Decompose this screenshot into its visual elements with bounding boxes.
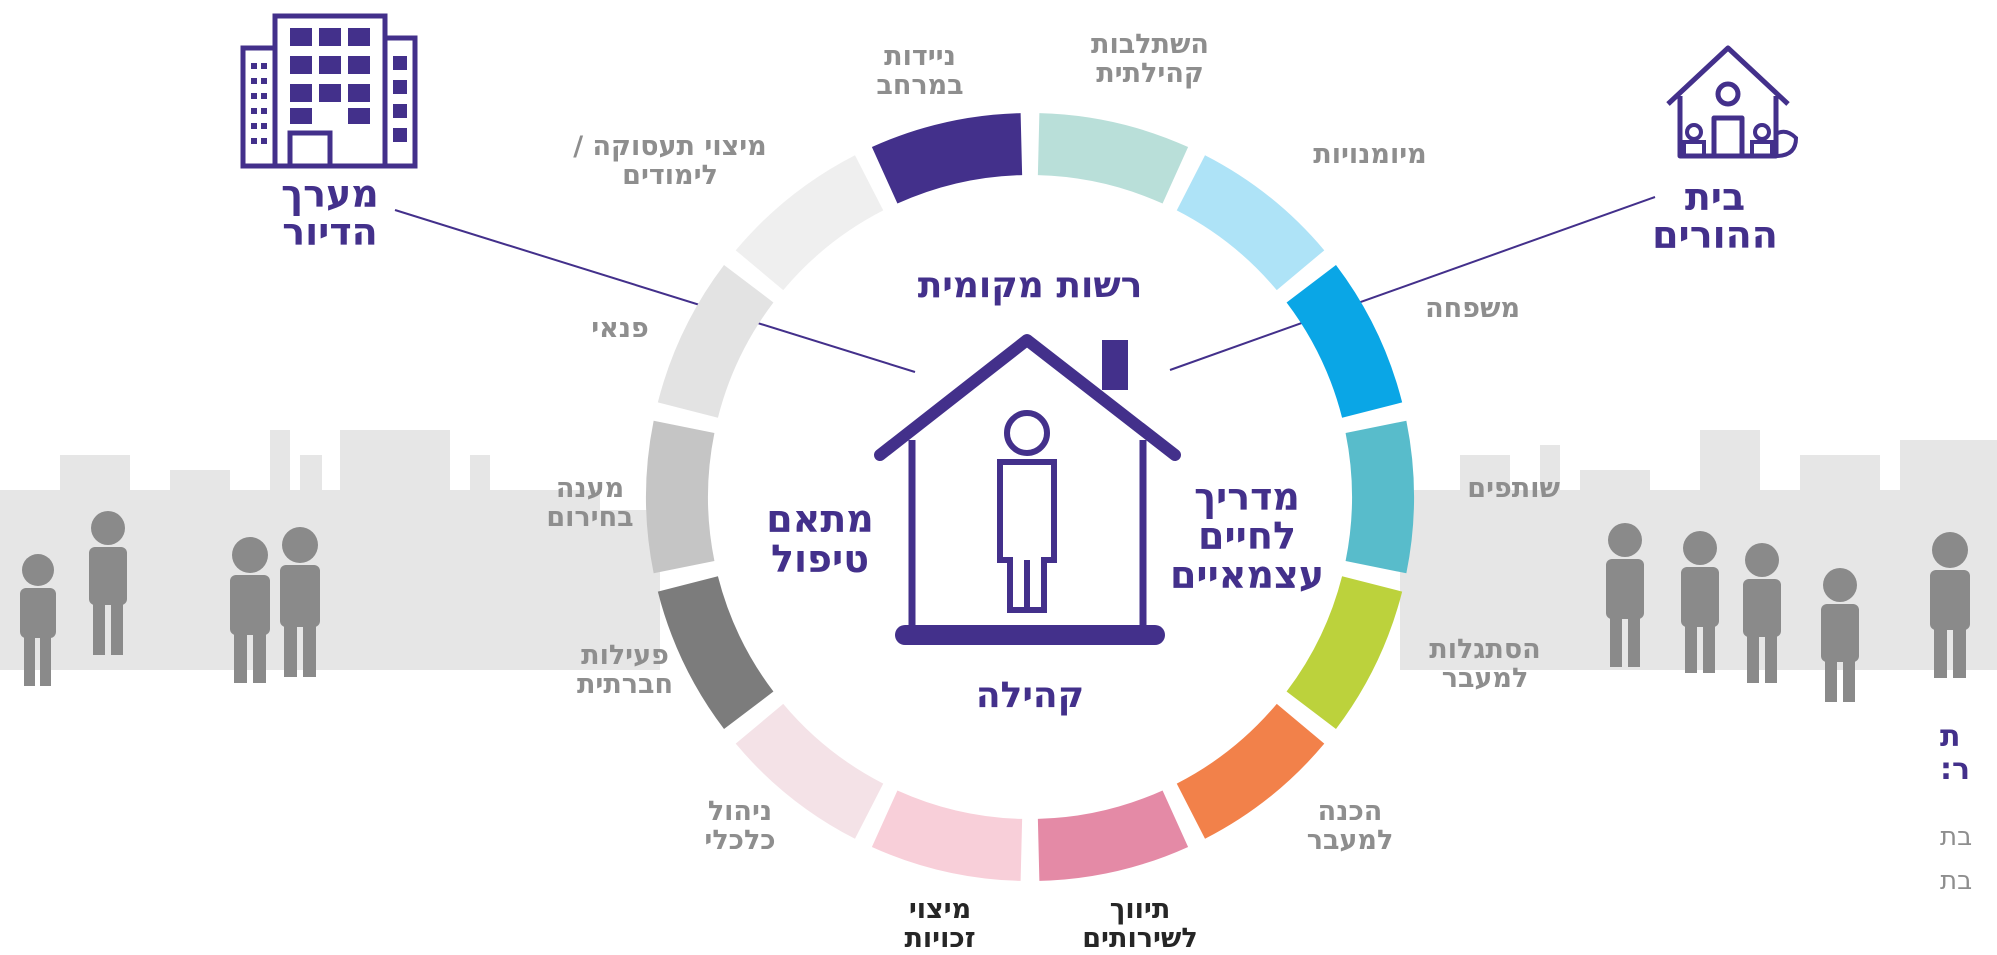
segment-label-employment-studies: מיצוי תעסוקה / לימודים [573,131,767,192]
partial-text-lines: בת בת [1940,822,1973,897]
people-group-right [1606,523,1970,702]
wheel-segment-9 [735,703,884,839]
segment-label-service-mediation: תיווך לשירותים [1082,894,1198,955]
apartment-building-icon [240,13,418,169]
local-authority-label: רשות מקומית [917,265,1143,306]
segment-label-leisure: פנאי [591,313,649,344]
housing-title: מערך הדיור [281,172,379,254]
parents-connector-line [1169,196,1656,371]
independent-living-guide-label: מדריך לחיים עצמאיים [1169,475,1325,597]
segment-label-family: משפחה [1425,293,1520,324]
wheel-segment-7 [1037,790,1189,881]
wheel-segment-11 [646,420,715,574]
wheel-segment-2 [1176,155,1325,291]
wheel-segment-10 [657,576,774,730]
segment-label-transition-adjustment: הסתגלות למעבר [1429,634,1541,695]
wheel-segment-6 [1176,703,1325,839]
people-group-left [20,511,320,686]
housing-connector-line [394,209,916,373]
wheel-segment-1 [1037,113,1189,204]
parents-title: בית ההורים [1652,175,1778,257]
community-label: קהילה [975,675,1085,716]
segment-label-partners: שותפים [1467,473,1560,504]
segment-label-transition-preparation: הכנה למעבר [1306,796,1394,857]
care-coordinator-label: מתאם טיפול [766,497,874,581]
segment-label-mobility: ניידות במרחב [876,41,964,102]
wheel-segment-3 [1286,264,1403,418]
wheel-segment-5 [1286,576,1403,730]
segment-label-social-activity: פעילות חברתית [576,640,674,701]
segment-label-emergency-response: מענה בחירום [546,473,634,534]
wheel-segment-8 [871,790,1023,881]
wheel-segment-14 [871,113,1023,204]
segment-label-community-integration: השתלבות קהילתית [1091,29,1209,90]
wheel-segment-4 [1345,420,1415,574]
family-home-icon [1666,45,1799,159]
wheel-segment-13 [735,155,884,291]
wheel-segment-12 [657,264,774,418]
segment-label-skills: מיומנויות [1313,139,1427,170]
segment-label-rights-realization: מיצוי זכויות [904,894,976,955]
partial-heading: ת ר: [1940,719,1971,787]
segment-label-financial-management: ניהול כלכלי [704,796,776,857]
